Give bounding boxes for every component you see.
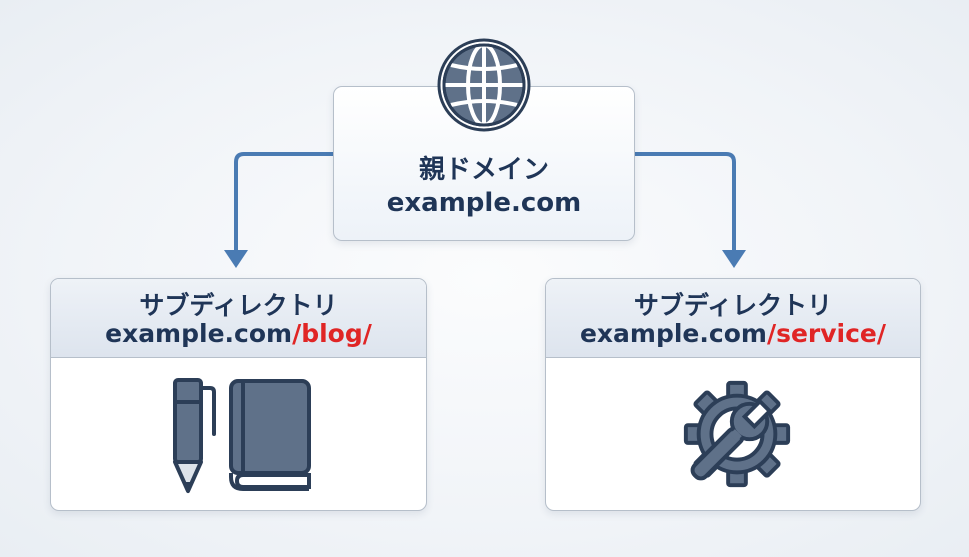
connector-left	[234, 152, 335, 256]
subdirectory-title: サブディレクトリ	[139, 291, 338, 320]
book-icon	[229, 379, 311, 491]
globe-icon	[437, 38, 531, 132]
subdirectory-header: サブディレクトリ example.com/blog/	[51, 279, 426, 358]
pen-icon	[173, 378, 216, 493]
parent-domain-name: example.com	[386, 188, 582, 218]
gear-wrench-icon	[683, 380, 791, 488]
arrowhead-left	[224, 250, 248, 268]
subdirectory-url: example.com/service/	[546, 319, 920, 348]
subdirectory-header: サブディレクトリ example.com/service/	[546, 279, 920, 358]
parent-domain-title: 親ドメイン	[418, 155, 549, 185]
subdirectory-box-blog: サブディレクトリ example.com/blog/	[50, 278, 427, 511]
url-path: /service/	[766, 319, 887, 348]
url-path: /blog/	[292, 319, 372, 348]
subdirectory-box-service: サブディレクトリ example.com/service/	[545, 278, 921, 511]
connector-right	[633, 152, 736, 256]
url-domain: example.com	[105, 319, 293, 348]
url-domain: example.com	[579, 319, 767, 348]
subdirectory-url: example.com/blog/	[51, 319, 426, 348]
arrowhead-right	[722, 250, 746, 268]
subdirectory-title: サブディレクトリ	[633, 291, 833, 320]
